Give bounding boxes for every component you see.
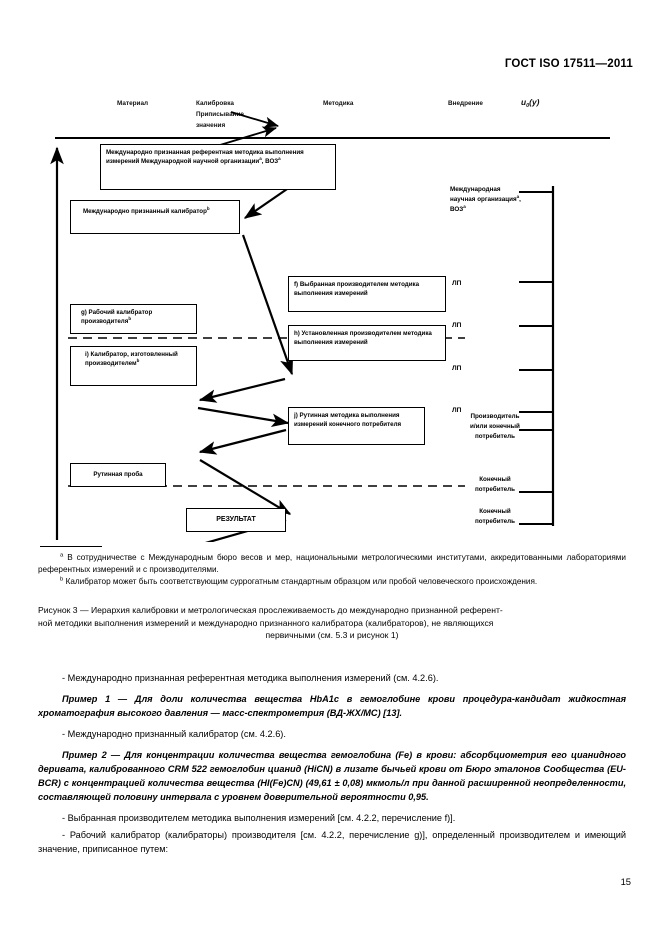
- footnote-b-marker: b: [60, 576, 64, 583]
- figure-box-international-calibrator: Международно признанный калибраторb: [70, 200, 240, 234]
- figure-3-calibration-hierarchy: Материал Калибровка Приписывание значени…: [0, 82, 661, 542]
- figure-box-international-calibrator-text: Международно признанный калибратор: [83, 208, 207, 215]
- footnote-separator-rule: [40, 546, 102, 547]
- footnote-a-marker: a: [60, 552, 64, 559]
- figure-box-method-j-text: j) Рутинная методика выполнения измерени…: [294, 412, 402, 429]
- figure-column-heading-calibration-line2: Приписывание: [196, 111, 244, 118]
- figure-box-calibrator-i-text: i) Калибратор, изготовленный производите…: [85, 351, 178, 368]
- figure-side-label-manufacturer-line2: и/или конечный: [470, 423, 520, 431]
- figure-box-method-f-text: f) Выбранная производителем методика вып…: [294, 281, 420, 298]
- figure-box-routine-sample: Рутинная проба: [70, 463, 166, 487]
- figure-box-calibrator-i: i) Калибратор, изготовленный производите…: [70, 346, 197, 386]
- page-number: 15: [620, 876, 631, 887]
- footnote-ref-b-1: b: [206, 205, 210, 211]
- figure-column-heading-uncertainty: u0(y): [521, 95, 539, 112]
- body-example-1: Пример 1 — Для доли количества вещества …: [38, 693, 626, 718]
- figure-caption-line-3: первичными (см. 5.3 и рисунок 1): [265, 630, 399, 641]
- figure-box-method-f: f) Выбранная производителем методика вып…: [288, 276, 446, 312]
- footnote-b: b Калибратор может быть соответствующим …: [38, 576, 626, 588]
- body-bullet-2: - Международно признанный калибратор (см…: [62, 729, 286, 740]
- figure-side-label-intl-org-line2-wrap: научная организацияa,: [450, 193, 521, 204]
- figure-side-label-intl-org-line2: научная организация: [450, 196, 517, 204]
- footnote-ref-a-2: a: [278, 156, 281, 162]
- figure-side-label-manufacturer-line1: Производитель: [470, 413, 520, 420]
- figure-caption-line-1: Рисунок 3 — Иерархия калибровки и метрол…: [38, 605, 503, 615]
- figure-side-label-enduser-2-line1: Конечный: [479, 508, 511, 515]
- figure-side-label-enduser-1-line1: Конечный: [479, 476, 511, 483]
- body-text-section: - Международно признанная референтная ме…: [38, 672, 626, 860]
- footnote-ref-a-3: a: [516, 193, 520, 199]
- footnote-a: a В сотрудничестве с Международным бюро …: [38, 552, 626, 575]
- figure-3-caption: Рисунок 3 — Иерархия калибровки и метрол…: [38, 604, 626, 642]
- figure-box-method-h: h) Установленная производителем методика…: [288, 325, 446, 361]
- figure-box-calibrator-g-text: g) Рабочий калибратор производителя: [81, 309, 153, 326]
- figure-box-routine-sample-text: Рутинная проба: [93, 471, 143, 479]
- uncertainty-subscript: 0: [526, 103, 530, 109]
- figure-side-label-manufacturer-line3: потребитель: [474, 433, 516, 441]
- body-bullet-3: - Выбранная производителем методика выпо…: [62, 813, 456, 824]
- figure-box-method-j: j) Рутинная методика выполнения измерени…: [288, 407, 425, 445]
- body-bullet-4: - Рабочий калибратор (калибраторы) произ…: [38, 830, 626, 854]
- footnote-ref-a-1: a: [259, 156, 262, 162]
- figure-caption-line-2: ной методики выполнения измерений и межд…: [38, 617, 494, 628]
- figure-footnotes: a В сотрудничестве с Международным бюро …: [38, 552, 626, 588]
- figure-side-label-enduser-2: Конечный потребитель: [443, 507, 547, 527]
- figure-side-label-enduser-1-line2: потребитель: [474, 486, 516, 494]
- figure-side-label-manufacturer-or-enduser: Производитель и/или конечный потребитель: [443, 412, 547, 442]
- uncertainty-argument: (y): [529, 97, 540, 107]
- figure-side-label-enduser-2-line2: потребитель: [474, 518, 516, 526]
- figure-box-international-reference-method-text: Международно признанная референтная мето…: [106, 149, 304, 166]
- figure-box-international-reference-method-tail: , ВОЗ: [261, 158, 279, 166]
- footnote-ref-b-2: b: [128, 316, 132, 322]
- uncertainty-symbol: u: [521, 97, 527, 107]
- figure-side-label-intl-org-line3-wrap: ВОЗa: [450, 204, 550, 215]
- figure-box-result-text: РЕЗУЛЬТАТ: [216, 515, 256, 523]
- figure-side-label-lp-1: ЛП: [452, 280, 462, 287]
- figure-column-heading-calibration-line3: значения: [196, 122, 226, 129]
- footnote-ref-a-4: a: [463, 204, 466, 210]
- figure-side-label-lp-3: ЛП: [452, 365, 462, 372]
- figure-column-heading-calibration-line1: Калибровка: [196, 100, 234, 107]
- footnote-a-text: В сотрудничестве с Международным бюро ве…: [38, 553, 627, 574]
- figure-side-label-lp-4: ЛП: [452, 407, 462, 414]
- figure-box-international-reference-method: Международно признанная референтная мето…: [100, 144, 336, 190]
- figure-column-heading-material: Материал: [117, 100, 149, 107]
- figure-column-heading-implementation: Внедрение: [448, 100, 483, 107]
- footnote-b-text: Калибратор может быть соответствующим су…: [65, 576, 538, 586]
- figure-side-label-enduser-1: Конечный потребитель: [443, 475, 547, 495]
- figure-connector-layer: [50, 111, 610, 542]
- footnote-ref-b-3: b: [136, 358, 140, 364]
- figure-box-result: РЕЗУЛЬТАТ: [186, 508, 286, 532]
- figure-column-heading-method: Методика: [323, 100, 354, 107]
- body-bullet-1: - Международно признанная референтная ме…: [62, 673, 439, 683]
- figure-side-label-intl-org-line3: ВОЗ: [450, 206, 464, 214]
- figure-box-calibrator-g: g) Рабочий калибратор производителяb: [70, 304, 197, 334]
- body-example-2: Пример 2 — Для концентрации количества в…: [38, 750, 626, 802]
- standard-header-title: ГОСТ ISO 17511—2011: [504, 58, 633, 70]
- figure-side-label-lp-2: ЛП: [452, 322, 462, 329]
- figure-side-label-intl-org-line1: Международная: [450, 186, 501, 193]
- figure-box-method-h-text: h) Установленная производителем методика…: [294, 330, 432, 347]
- figure-side-label-international-organization: Международная научная организацияa, ВОЗa: [450, 185, 550, 215]
